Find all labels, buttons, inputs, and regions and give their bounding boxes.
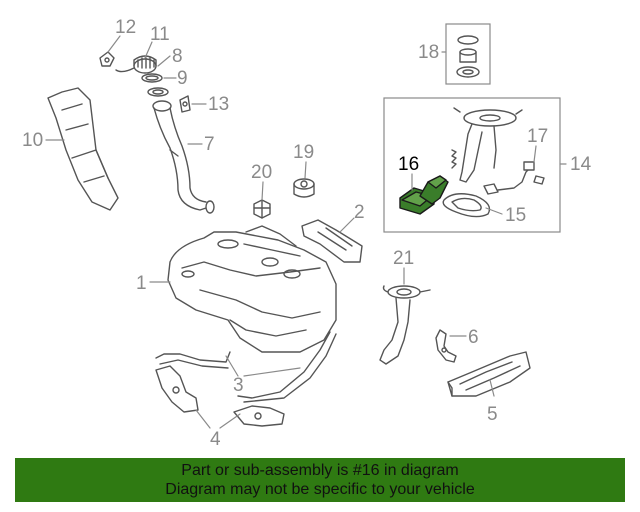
callout-6: 6 <box>468 327 479 348</box>
callout-5: 5 <box>487 404 498 425</box>
filler-pipe-part[interactable] <box>152 100 215 214</box>
banner-line-disclaimer: Diagram may not be specific to your vehi… <box>165 481 475 498</box>
clip-part[interactable] <box>99 51 115 67</box>
fuel-pump-module-part[interactable] <box>453 107 523 183</box>
callout-8: 8 <box>172 46 183 67</box>
callout-3: 3 <box>233 375 244 396</box>
callout-15: 15 <box>505 205 526 226</box>
callout-1: 1 <box>136 273 147 294</box>
callout-4: 4 <box>210 429 221 450</box>
callout-7: 7 <box>204 134 215 155</box>
inset-box-14 <box>383 97 561 233</box>
valve-part[interactable] <box>293 178 315 198</box>
module-gasket-part[interactable] <box>442 193 491 218</box>
callout-10: 10 <box>22 130 43 151</box>
callout-20: 20 <box>251 162 272 183</box>
part-info-banner: Part or sub-assembly is #16 in diagram D… <box>15 458 625 502</box>
leader-15 <box>485 207 503 215</box>
callout-12: 12 <box>115 17 136 38</box>
callout-19: 19 <box>293 142 314 163</box>
leader-4 <box>195 409 241 429</box>
leader-20 <box>261 181 264 201</box>
tank-protector-part[interactable] <box>447 351 531 397</box>
callout-13: 13 <box>208 94 229 115</box>
leader-12 <box>107 35 121 53</box>
callout-2: 2 <box>354 202 365 223</box>
callout-17: 17 <box>527 126 548 147</box>
spring-rod-part[interactable] <box>451 149 457 169</box>
fuel-cap-part[interactable] <box>115 55 157 74</box>
highlighted-part-16[interactable] <box>399 175 449 215</box>
callout-16: 16 <box>398 154 419 175</box>
callout-21: 21 <box>393 248 414 269</box>
strap-bracket-part[interactable] <box>155 365 285 427</box>
bracket-part[interactable] <box>253 199 271 219</box>
callout-18: 18 <box>418 42 439 63</box>
leader-2 <box>339 217 355 233</box>
leader-11 <box>144 41 153 59</box>
ring-part[interactable] <box>147 87 169 97</box>
gasket-part[interactable] <box>141 73 163 83</box>
fuel-system-exploded-diagram: 1 2 3 4 5 6 7 8 9 10 11 12 13 14 15 16 1… <box>22 17 592 450</box>
leader-8 <box>157 55 171 67</box>
banner-line-part-number: Part or sub-assembly is #16 in diagram <box>181 462 459 479</box>
clamp-part[interactable] <box>179 95 191 113</box>
pump-seal-kit-part[interactable] <box>456 35 480 78</box>
inset-box-18 <box>445 23 491 85</box>
level-sensor-part[interactable] <box>483 161 545 195</box>
filler-pipe-protector-part[interactable] <box>47 87 119 211</box>
sender-bracket-part[interactable] <box>435 329 457 363</box>
leader-19 <box>304 161 307 179</box>
callout-11: 11 <box>150 24 170 45</box>
tank-strap-part[interactable] <box>155 331 337 403</box>
callout-9: 9 <box>177 68 188 89</box>
fuel-tank-part[interactable] <box>167 225 337 353</box>
fuel-sender-part[interactable] <box>379 285 431 365</box>
leader-5 <box>489 379 495 397</box>
callout-14: 14 <box>570 154 592 175</box>
leader-3 <box>225 355 301 377</box>
leader-17 <box>533 145 537 163</box>
heat-shield-part[interactable] <box>301 219 363 263</box>
